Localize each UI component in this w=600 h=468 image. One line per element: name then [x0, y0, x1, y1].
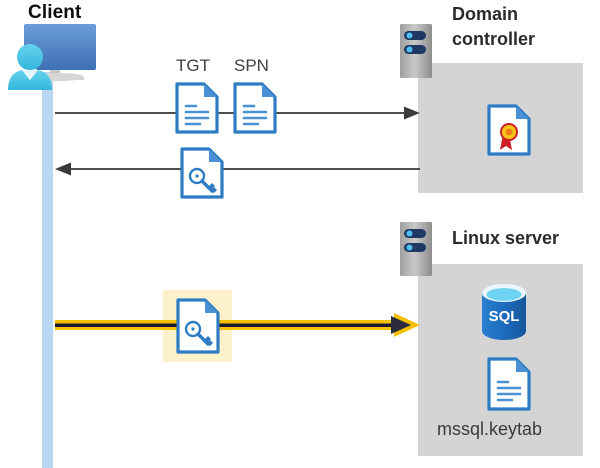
keytab-document-icon	[487, 357, 531, 411]
flow-receive-service-ticket-arrow	[55, 162, 420, 176]
presented-ticket-document-key-icon	[176, 298, 220, 354]
flow-request-tgt-spn-arrow	[55, 106, 420, 120]
sql-database-icon: SQL	[482, 284, 526, 340]
client-lifeline	[42, 72, 53, 468]
certificate-document-icon	[487, 104, 531, 156]
spn-document-icon	[233, 82, 277, 134]
client-workstation-icon	[8, 24, 96, 90]
tgt-label: TGT	[176, 56, 210, 75]
domain-controller-title-line1: Domain	[452, 4, 519, 24]
domain-controller-title-line2: controller	[452, 29, 536, 49]
sql-badge-text: SQL	[489, 308, 520, 325]
spn-label: SPN	[234, 56, 269, 75]
service-ticket-document-key-icon	[180, 147, 224, 199]
server-rack-icon	[400, 24, 432, 78]
tgt-document-icon	[175, 82, 219, 134]
linux-server-title: Linux server	[452, 228, 560, 248]
server-rack-icon	[400, 222, 432, 276]
keytab-filename-label: mssql.keytab	[437, 419, 543, 439]
client-title: Client	[28, 2, 82, 23]
domain-controller-title: Domain controller	[452, 2, 535, 52]
flow-present-service-ticket-arrow	[55, 313, 420, 337]
